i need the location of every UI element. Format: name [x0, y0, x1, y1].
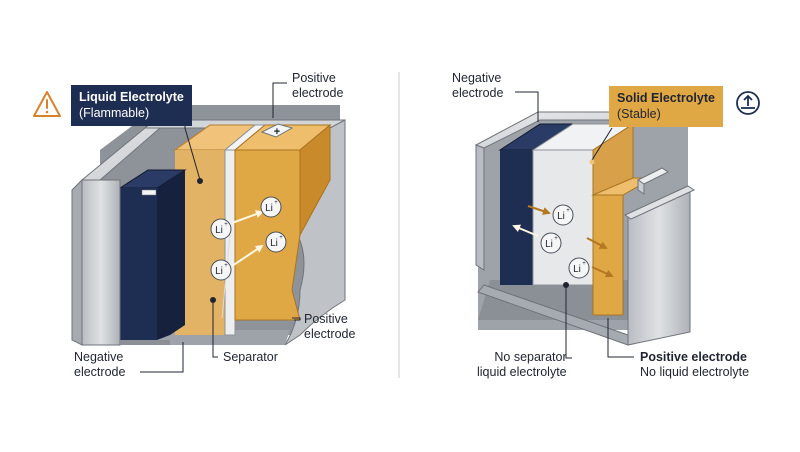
right-cell-front-wall-top — [623, 185, 696, 220]
ion-arrow — [231, 210, 264, 224]
right-cell-bottom-edge — [477, 284, 629, 346]
solid-negative-front — [500, 150, 533, 285]
ion-label: Li — [215, 266, 223, 277]
left-ion-3: Li + — [260, 196, 282, 218]
label-negative-electrode-right: Negative electrode — [452, 71, 503, 101]
right-leader-lines — [515, 91, 634, 359]
ion-charge: + — [274, 200, 278, 206]
left-ion-1: Li + — [210, 218, 232, 240]
ion-label: Li — [265, 203, 273, 214]
label-line: electrode — [304, 327, 356, 341]
left-cell-front-wall — [81, 179, 121, 346]
label-line: Negative — [74, 350, 124, 364]
label-line: liquid electrolyte — [477, 365, 567, 379]
right-battery-cell: Li + Li + Li + — [474, 111, 696, 346]
liquid-electrolyte-subtitle: (Flammable) — [79, 106, 150, 120]
ion-charge: + — [582, 261, 586, 267]
label-line: electrode — [74, 365, 126, 379]
negative-terminal — [141, 189, 157, 196]
liquid-electrolyte-title: Liquid Electrolyte — [79, 90, 184, 104]
leader-solid-electrolyte — [591, 127, 613, 161]
label-line: Positive — [304, 312, 348, 326]
ion-arrow — [586, 237, 608, 249]
left-ion-2: Li + — [210, 259, 232, 281]
solid-positive-front — [592, 194, 624, 316]
label-no-separator: No separator liquid electrolyte — [477, 350, 567, 380]
ion-charge: + — [224, 222, 228, 228]
label-negative-electrode-left: Negative electrode — [74, 350, 125, 380]
solid-positive-upper — [592, 123, 634, 196]
ion-label: Li — [557, 211, 565, 222]
ion-charge: + — [554, 236, 558, 242]
label-line: Separator — [223, 350, 278, 364]
label-positive-electrode-top: Positive electrode — [292, 71, 343, 101]
ion-arrow — [231, 244, 264, 267]
leader-separator — [212, 300, 218, 358]
label-line: electrode — [452, 86, 504, 100]
warning-triangle-icon — [33, 91, 61, 117]
negative-electrode-side — [157, 170, 185, 340]
leader-negative-right — [515, 91, 539, 122]
ion-charge: + — [279, 235, 283, 241]
separator-panel — [224, 149, 236, 336]
label-positive-electrode-side: Positive electrode — [304, 312, 355, 342]
solid-electrolyte-title: Solid Electrolyte — [617, 91, 715, 105]
terminal-plus-symbol: + — [274, 126, 280, 138]
leader-positive-top — [272, 82, 287, 118]
ion-arrow — [527, 205, 551, 215]
label-line: No liquid electrolyte — [640, 365, 750, 379]
ion-charge: + — [566, 208, 570, 214]
right-ion-2: Li + — [540, 232, 562, 254]
solid-electrolyte-callout: Solid Electrolyte (Stable) — [609, 86, 723, 127]
leader-positive-side — [292, 317, 301, 320]
leader-negative — [140, 342, 184, 373]
ion-label: Li — [270, 238, 278, 249]
label-line: Positive — [292, 71, 336, 85]
ion-charge: + — [224, 263, 228, 269]
leader-no-separator — [565, 287, 572, 359]
right-ion-flow — [512, 205, 614, 278]
ion-arrow — [591, 266, 614, 278]
label-positive-electrode-right: Positive electrode No liquid electrolyte — [640, 350, 749, 380]
ion-label: Li — [545, 239, 553, 250]
leader-positive-right — [607, 318, 634, 358]
negative-electrode-front — [120, 188, 157, 340]
label-separator: Separator — [223, 350, 278, 365]
left-cell-front-wall-edge — [71, 178, 83, 346]
label-line: Negative — [452, 71, 502, 85]
positive-electrode-front — [234, 149, 301, 321]
label-line: electrode — [292, 86, 344, 100]
label-line: Positive electrode — [640, 350, 747, 364]
ion-label: Li — [573, 264, 581, 275]
solid-positive-terminal — [637, 167, 669, 195]
ion-arrow — [512, 224, 539, 237]
liquid-electrolyte-front — [175, 150, 225, 335]
positive-electrode-side — [299, 123, 331, 236]
left-cell-bottom-edge — [120, 340, 170, 345]
solid-electrolyte-subtitle: (Stable) — [617, 107, 661, 121]
stable-ground-icon — [736, 91, 760, 115]
right-cell-left-wall — [475, 144, 485, 271]
left-ion-4: Li + — [265, 231, 287, 253]
right-ion-1: Li + — [552, 204, 574, 226]
left-ion-flow — [231, 210, 264, 267]
right-ion-3: Li + — [568, 257, 590, 279]
label-line: No separator — [494, 350, 567, 364]
positive-terminal: + — [260, 123, 294, 138]
ion-label: Li — [215, 225, 223, 236]
liquid-electrolyte-callout: Liquid Electrolyte (Flammable) — [71, 85, 192, 126]
left-battery-cell: + Li + Li + Li + — [71, 105, 346, 346]
